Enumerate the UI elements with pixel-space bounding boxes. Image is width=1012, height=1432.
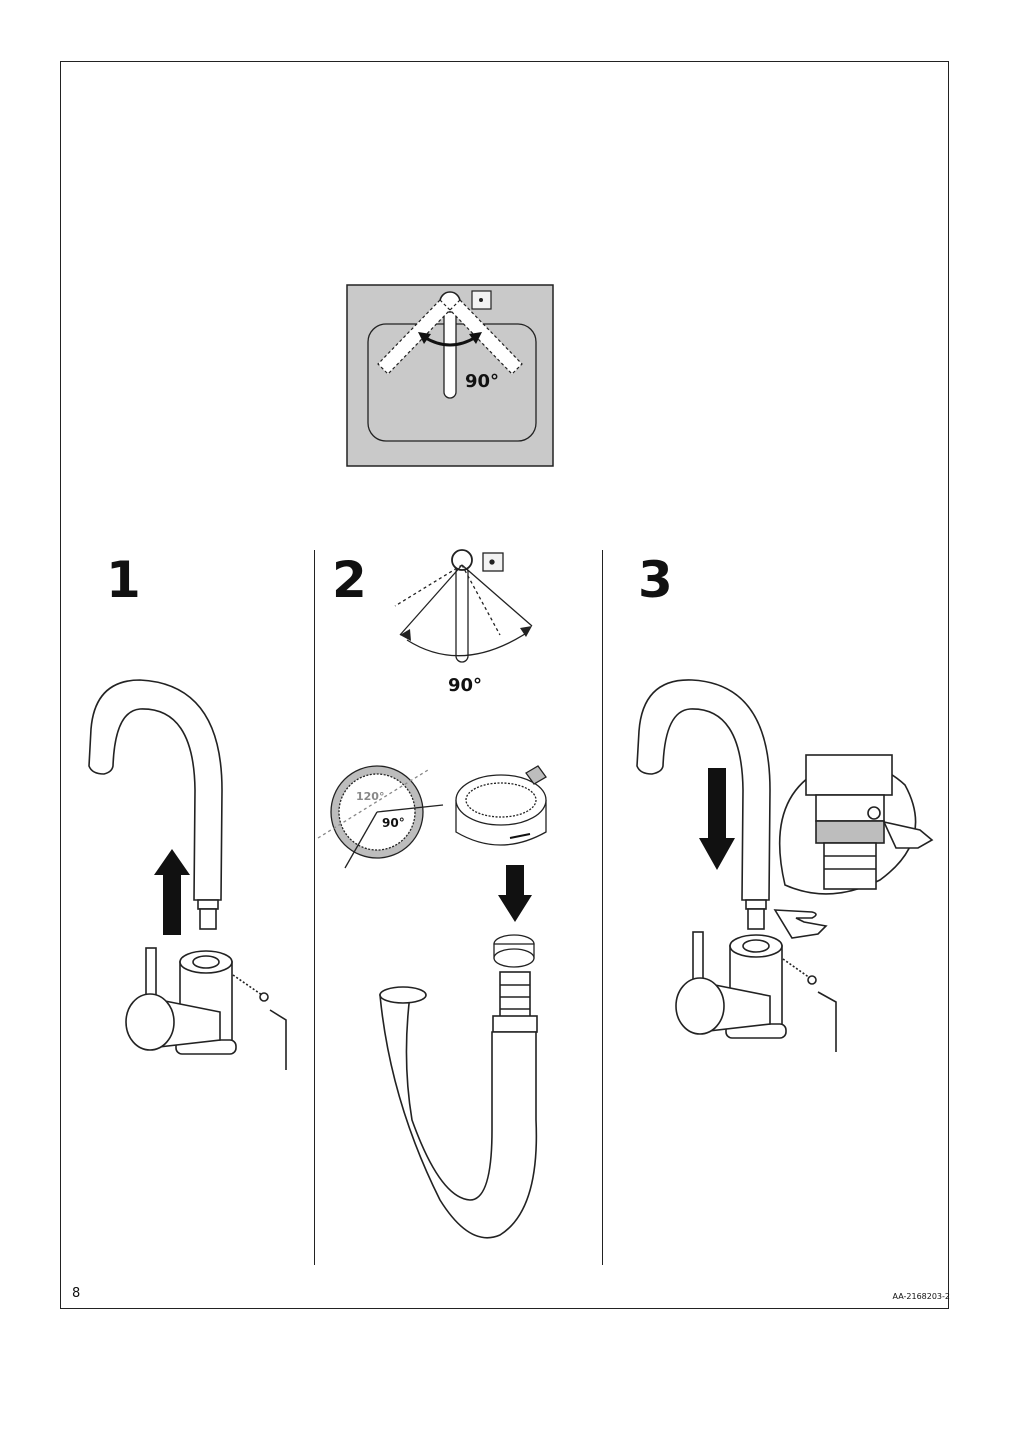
- step-number-3: 3: [638, 551, 673, 609]
- step2-angle-label: 90°: [448, 675, 483, 696]
- divider-1-2: [314, 550, 315, 1265]
- top-angle-label: 90°: [465, 371, 500, 392]
- page-number: 8: [72, 1286, 81, 1301]
- sink-swivel-figure: [346, 284, 554, 467]
- document-code: AA-2168203-2: [892, 1292, 950, 1301]
- step3-figure: [636, 679, 934, 1052]
- ring-angle-inner-label: 90°: [382, 816, 405, 830]
- step-number-2: 2: [332, 551, 367, 609]
- step2-ring-figure: [317, 765, 547, 968]
- step2-hose-figure: [379, 971, 538, 1239]
- page-frame: [60, 61, 949, 1309]
- step2-swivel-figure: [394, 549, 533, 663]
- step1-figure: [88, 679, 287, 1070]
- divider-2-3: [602, 550, 603, 1265]
- ring-angle-outer-label: 120°: [356, 790, 385, 803]
- step-number-1: 1: [106, 551, 141, 609]
